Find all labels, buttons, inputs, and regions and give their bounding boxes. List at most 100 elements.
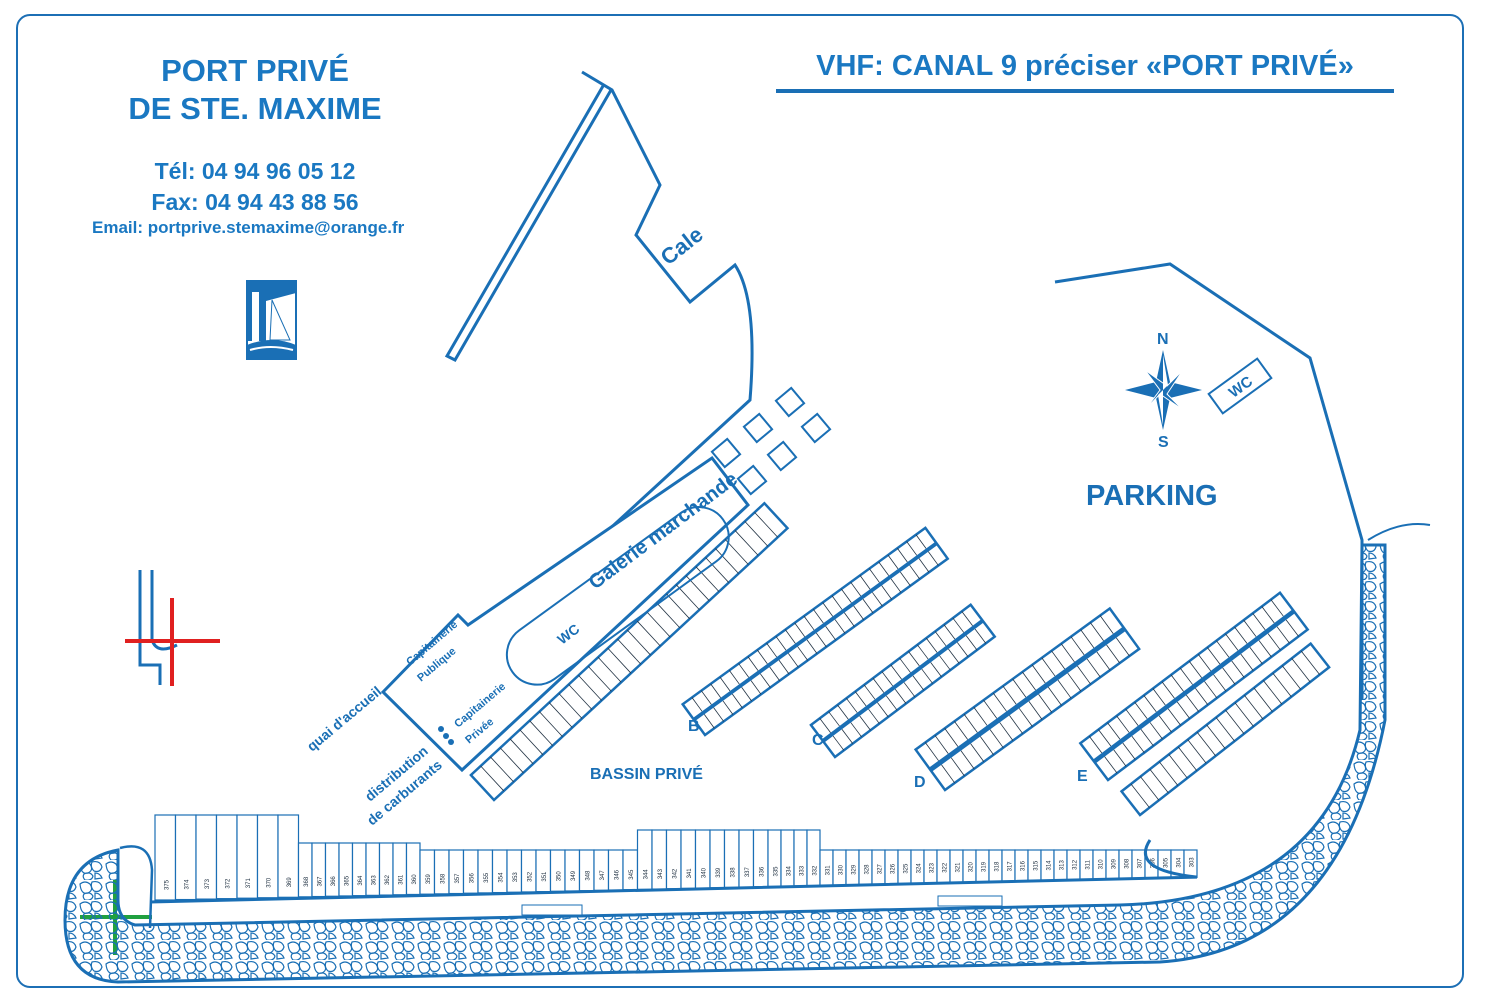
berth-slot <box>831 595 843 610</box>
berth-slot <box>943 624 956 640</box>
berth-slot <box>1038 693 1053 713</box>
berth-number: 350 <box>557 871 563 882</box>
berth-slot <box>1177 746 1198 771</box>
pontoon-e2 <box>1119 641 1331 817</box>
berth <box>680 829 697 890</box>
berth-number: 316 <box>1021 860 1027 871</box>
berth-slot <box>921 668 933 684</box>
pontoons <box>469 501 1331 817</box>
berth-slot <box>1206 724 1226 749</box>
berth-slot <box>925 637 938 653</box>
berth-slot <box>1285 619 1299 637</box>
berth-slot <box>1258 640 1272 658</box>
berth-slot <box>1185 694 1200 712</box>
berth <box>351 842 367 897</box>
berth-slot <box>636 620 661 647</box>
berth-slot <box>1300 650 1320 675</box>
berth-slot <box>1134 701 1148 720</box>
berth-slot <box>744 521 769 547</box>
email: Email: portprive.stemaxime@orange.fr <box>92 218 405 237</box>
berth-slot <box>480 765 505 792</box>
berth-slot <box>529 720 553 746</box>
compass-rose-icon <box>1125 350 1202 430</box>
berth-slot <box>785 629 796 644</box>
berth-slot <box>539 711 563 737</box>
berth-slot <box>1207 647 1221 665</box>
berth-slot <box>906 541 918 556</box>
berth-slot <box>927 551 939 566</box>
berth-number: 348 <box>586 870 592 881</box>
berth <box>324 842 340 897</box>
berth-number: 305 <box>1164 857 1170 868</box>
bassin-label: BASSIN PRIVÉ <box>590 764 703 783</box>
berth-number: 340 <box>702 867 708 878</box>
berth-slot <box>797 646 809 661</box>
berth-slot <box>983 699 998 719</box>
berth-slot <box>1176 701 1190 719</box>
berth-slot <box>899 657 911 673</box>
berth-number: 341 <box>687 868 693 879</box>
berth-slot <box>1012 678 1027 698</box>
berth-number: 325 <box>904 863 910 874</box>
berth <box>477 849 494 894</box>
berth-slot <box>1170 674 1184 692</box>
berth-slot <box>1225 633 1239 651</box>
berth-slot <box>803 615 815 631</box>
berth-number: 309 <box>1112 858 1118 869</box>
berth-slot <box>1116 715 1130 733</box>
berth-slot <box>731 693 743 709</box>
berth-slot <box>1002 685 1017 705</box>
berth-slot <box>1249 646 1263 664</box>
berth-slot <box>1060 643 1075 663</box>
berth-slot <box>1234 626 1248 644</box>
berth-slot <box>656 602 681 629</box>
berth-number: 364 <box>358 875 364 886</box>
berth-slot <box>734 530 759 556</box>
berth-number: 355 <box>484 872 490 883</box>
pontoon-walkway <box>692 541 938 722</box>
berth-slot <box>999 722 1014 741</box>
berth-number: 322 <box>943 862 949 873</box>
berth-slot <box>890 664 902 680</box>
berth-number: 345 <box>629 869 635 880</box>
berth <box>767 829 782 888</box>
berth <box>462 849 479 894</box>
fax: Fax: 04 94 43 88 56 <box>151 189 359 215</box>
berth-slot <box>722 700 734 715</box>
berth-slot <box>1231 660 1245 678</box>
berth-number: 357 <box>455 873 461 884</box>
main-building <box>380 455 751 773</box>
berth-number: 310 <box>1099 859 1105 870</box>
berth <box>723 829 740 889</box>
berth <box>780 829 795 887</box>
pontoon-walkway <box>1092 609 1296 764</box>
berth-slot <box>1161 681 1175 699</box>
berth-slot <box>973 706 988 726</box>
berth-number: 370 <box>267 877 273 888</box>
berth-slot <box>1143 695 1157 713</box>
berth-slot <box>909 564 921 580</box>
berth-slot <box>1090 622 1104 642</box>
berth-slot <box>1222 667 1236 685</box>
berth-slot <box>825 625 837 641</box>
berth-slot <box>890 578 902 593</box>
berth-number: 342 <box>673 868 679 879</box>
berth <box>338 842 354 897</box>
berth-slot <box>965 635 978 651</box>
berth-slot <box>1179 667 1193 685</box>
berth-slot <box>578 675 602 701</box>
berth-slot <box>960 750 975 770</box>
berth-slot <box>881 585 893 600</box>
berth-slot <box>775 636 787 651</box>
berth-number: 366 <box>331 876 337 887</box>
berth-number: 368 <box>304 876 310 887</box>
berth-slot <box>719 676 731 692</box>
berth-slot <box>989 729 1004 748</box>
compass-south-label: S <box>1158 434 1169 451</box>
berth <box>752 829 769 888</box>
berth-slot <box>819 718 831 733</box>
berth-slot <box>952 617 965 633</box>
berth <box>549 849 566 892</box>
